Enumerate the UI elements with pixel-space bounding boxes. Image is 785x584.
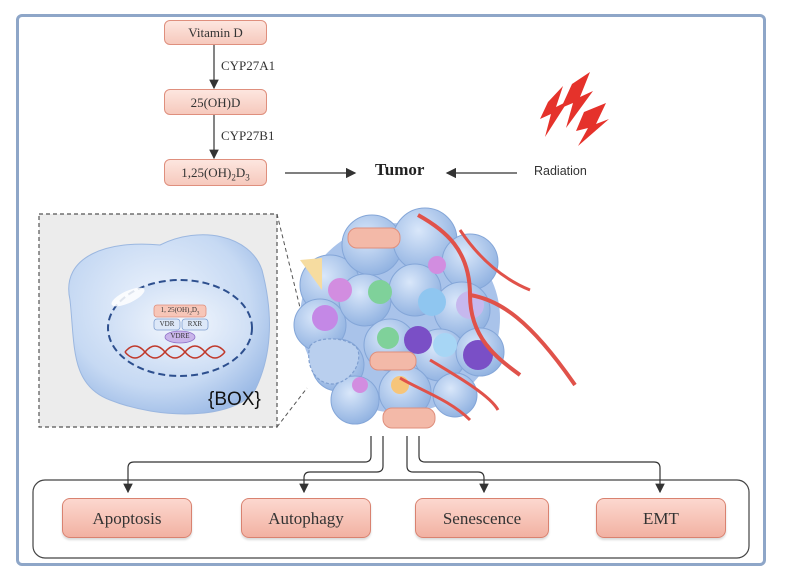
outcome-emt: EMT [596,498,726,538]
box-placeholder: {BOX} [208,389,261,410]
radiation-label: Radiation [534,164,587,178]
ligand-mid: D [191,306,197,314]
vdre-box [164,330,196,344]
outcomes-container [32,479,750,559]
outcome-connectors [123,436,665,494]
rxr-label: RXR [187,320,203,328]
cyp27a1-label: CYP27A1 [221,58,276,73]
calcitriol-mid: D [235,165,246,180]
ligand-base: 1, 25(OH) [160,306,190,314]
vdr-label: VDR [159,320,175,328]
calcitriol-sub2: 3 [245,172,250,183]
25ohd-node: 25(OH)D [164,89,267,115]
outcome-senescence: Senescence [415,498,549,538]
rxr-box [181,318,209,331]
vdre-label: VDRE [170,332,190,340]
calcitriol-sub1: 2 [231,172,236,183]
vdr-box [153,318,181,331]
ligand-sub1: 2 [189,311,192,317]
tumor-label: Tumor [375,160,425,179]
outcome-apoptosis: Apoptosis [62,498,192,538]
dna-strand [124,345,226,359]
ligand-label: 1, 25(OH)2D3 [154,306,206,316]
vitamin-d-node: Vitamin D [164,20,267,45]
calcitriol-base: 1,25(OH) [181,165,232,180]
cyp27b1-label: CYP27B1 [221,128,275,143]
ligand-sub2: 3 [196,311,200,317]
calcitriol-node: 1,25(OH)2D3 [164,159,267,186]
ligand-box [153,304,207,318]
outcome-autophagy: Autophagy [241,498,371,538]
zoom-line-bottom [276,387,308,428]
tumor-illustration [293,207,577,429]
lightning-icon [540,72,609,146]
